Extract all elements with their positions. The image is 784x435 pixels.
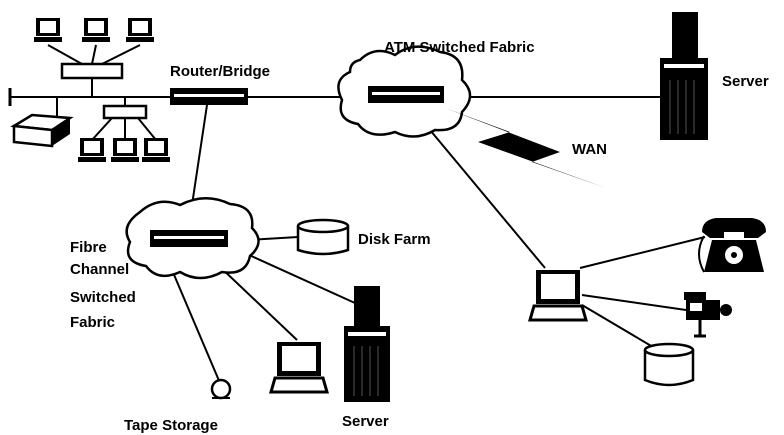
- hub-icon: [60, 62, 124, 80]
- disk-farm-icon: [296, 218, 350, 256]
- disk-icon: [643, 342, 695, 387]
- workstation-monitor-icon: [142, 138, 170, 162]
- router-bridge-icon: [170, 88, 248, 105]
- telephone-icon: [698, 218, 766, 273]
- router-bridge-label: Router/Bridge: [170, 63, 270, 80]
- desktop-unit-icon: [10, 113, 74, 148]
- atm-cloud-icon: [337, 45, 472, 138]
- server-tower-icon: [660, 12, 708, 140]
- hub-icon: [102, 104, 148, 120]
- tape-storage-icon: [210, 378, 232, 400]
- wan-lightning-icon: [445, 108, 606, 188]
- video-camera-icon: [684, 292, 732, 338]
- server-tower-icon: [344, 286, 390, 402]
- laptop-icon: [528, 268, 588, 322]
- laptop-icon: [269, 340, 329, 394]
- router-to-fibre-link: [191, 104, 208, 206]
- fibre-label-line4: Fabric: [70, 314, 115, 331]
- wan-label: WAN: [572, 141, 607, 158]
- fibre-label-line1: Fibre: [70, 239, 107, 256]
- fibre-label-line3: Switched: [70, 289, 136, 306]
- lower-left-devices: [10, 104, 170, 162]
- fibre-label-line2: Channel: [70, 261, 129, 278]
- atm-fabric-label: ATM Switched Fabric: [384, 39, 535, 56]
- server-bottom-label: Server: [342, 413, 389, 430]
- workstation-monitor-icon: [111, 138, 139, 162]
- workstation-group: [34, 18, 154, 80]
- tape-storage-label: Tape Storage: [124, 417, 218, 434]
- workstation-monitor-icon: [78, 138, 106, 162]
- server-top-label: Server: [722, 73, 769, 90]
- workstation-monitor-icon: [34, 18, 62, 42]
- workstation-monitor-icon: [126, 18, 154, 42]
- disk-farm-label: Disk Farm: [358, 231, 431, 248]
- fibre-cloud-icon: [125, 197, 260, 280]
- atm-to-laptop-link: [429, 129, 546, 269]
- workstation-monitor-icon: [82, 18, 110, 42]
